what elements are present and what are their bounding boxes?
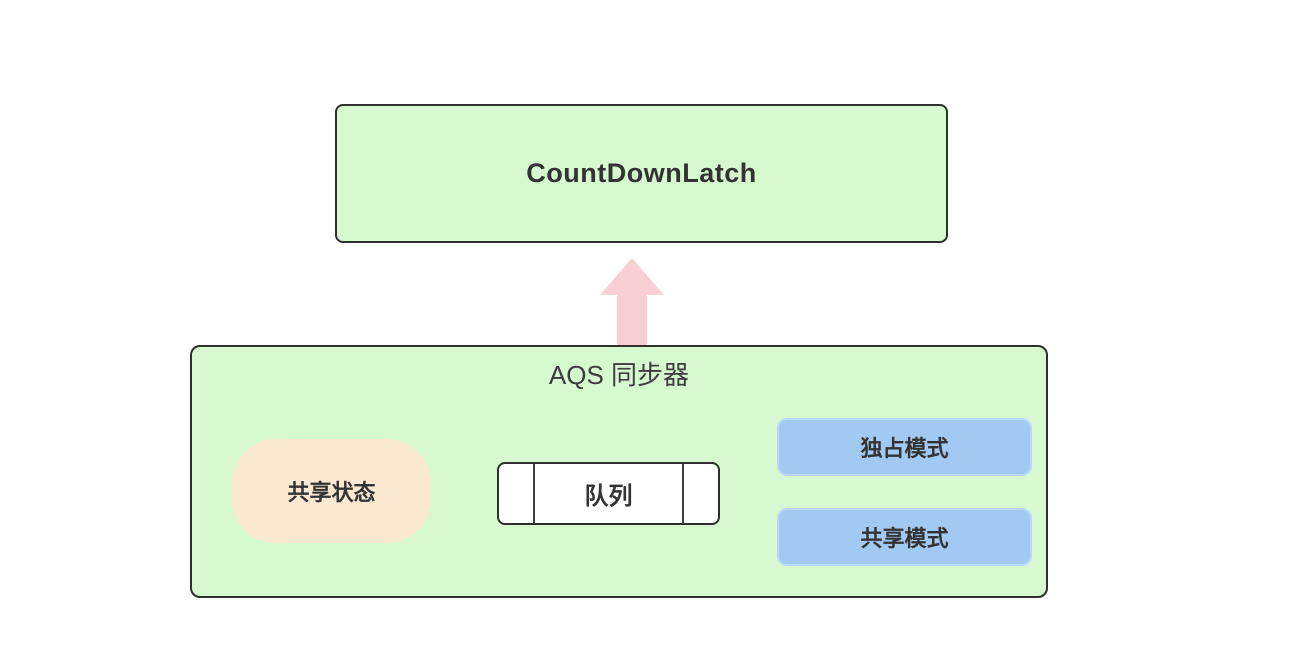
countdownlatch-box: CountDownLatch: [335, 104, 948, 243]
shared-state-shape: 共享状态: [232, 439, 431, 543]
aqs-title: AQS 同步器: [548, 360, 690, 390]
exclusive-mode-label: 独占模式: [860, 436, 949, 461]
exclusive-mode-box: 独占模式: [777, 418, 1032, 476]
queue-label: 队列: [535, 464, 684, 523]
countdownlatch-label: CountDownLatch: [526, 158, 757, 188]
shared-mode-box: 共享模式: [777, 508, 1032, 566]
queue-shape: 队列: [497, 462, 720, 525]
shared-mode-label: 共享模式: [860, 526, 949, 551]
up-arrow: [600, 258, 664, 345]
queue-right-cell: [684, 464, 718, 523]
shared-state-label: 共享状态: [287, 480, 376, 505]
aqs-container-box: AQS 同步器 共享状态 队列 独占模式 共享模式: [190, 345, 1048, 598]
queue-left-cell: [499, 464, 535, 523]
